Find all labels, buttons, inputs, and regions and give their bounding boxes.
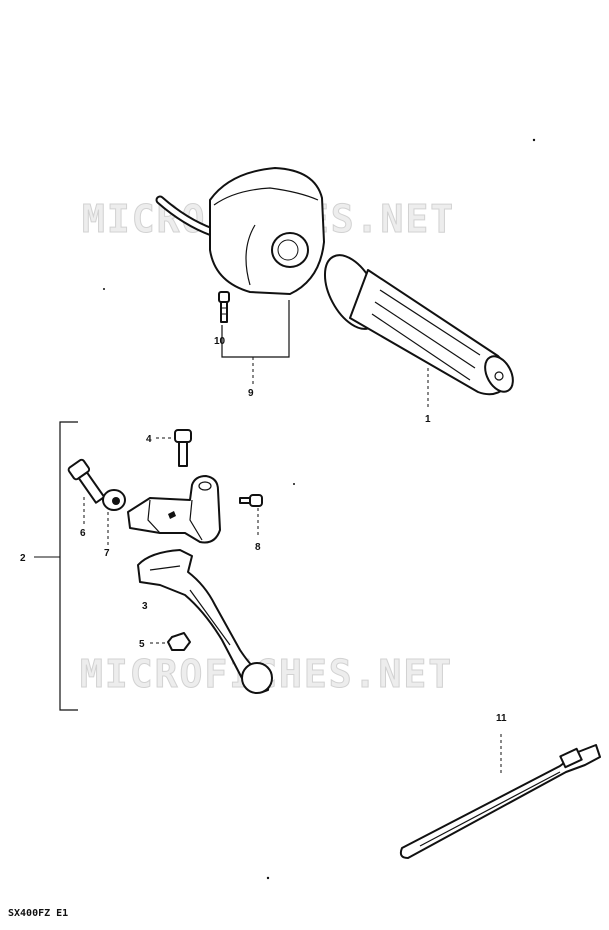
clutch-lever [137,549,273,694]
handlebar-grip [323,254,514,396]
pivot-bolt [174,429,192,467]
diagram-code: SX400FZ E1 [8,908,68,919]
callout-10: 10 [214,336,226,347]
callout-9: 9 [248,388,254,399]
switch-housing [155,167,325,295]
callout-1: 1 [425,414,431,425]
callout-8: 8 [255,542,261,553]
callout-bracket-9 [221,300,290,358]
callout-4: 4 [146,434,152,445]
callout-7: 7 [104,548,110,559]
clamp-bolt [67,458,106,504]
lever-holder [127,475,221,544]
cable-tie [399,744,601,859]
callout-2: 2 [20,553,26,564]
screw [239,494,263,507]
nut [167,632,191,651]
callout-5: 5 [139,639,145,650]
callout-bracket-2 [59,421,78,711]
callout-3: 3 [142,601,148,612]
callout-6: 6 [80,528,86,539]
callout-11: 11 [496,713,507,724]
washer [102,489,126,511]
switch-screw [218,291,230,323]
watermark-bottom: MICROFICHES.NET [80,652,453,696]
